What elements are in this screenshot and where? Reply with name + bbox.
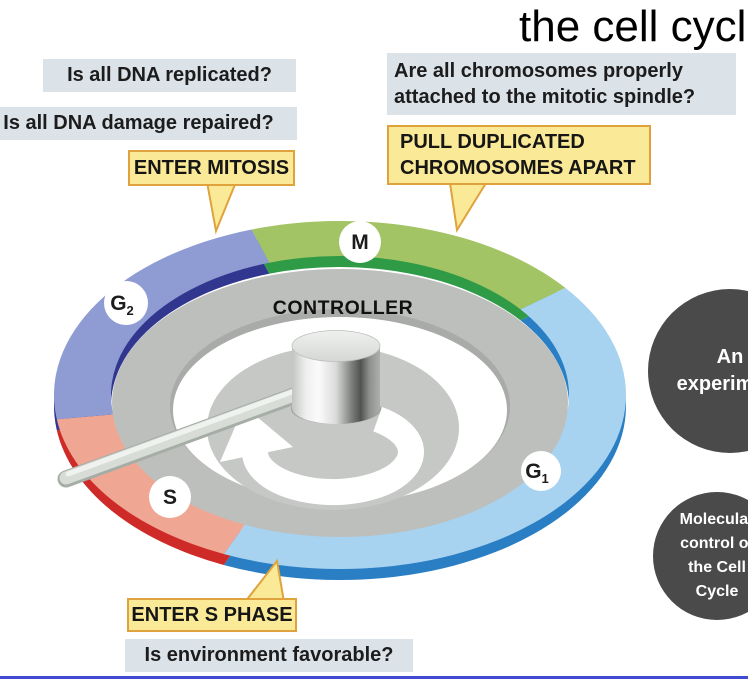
phase-labels: M G1S G2 — [104, 221, 561, 518]
dial-inner-ring-lip — [170, 309, 510, 503]
callout-pull-chromosomes: PULL DUPLICATED CHROMOSOMES APART — [387, 125, 651, 185]
rotation-arrow-body — [242, 406, 424, 505]
phase-badge-G2 — [104, 281, 148, 325]
nav-experiment-line1: An — [716, 346, 744, 368]
question-dna-damage: Is all DNA damage repaired? — [0, 107, 297, 140]
enter-mitosis-tail — [205, 181, 238, 235]
dial-ring-3d-edge — [53, 232, 627, 580]
phase-segment-G2 — [53, 229, 270, 420]
dial-center-hub — [207, 346, 459, 510]
phase-edge-M — [251, 232, 566, 321]
dial-center-face — [173, 317, 507, 503]
phase-label-G2: G2 — [110, 292, 134, 318]
phase-edge-G2 — [53, 240, 270, 431]
phase-label-M: M — [351, 231, 369, 254]
phase-segment-G1 — [223, 287, 626, 569]
callout-enter-mitosis-label: ENTER MITOSIS — [133, 157, 290, 179]
phase-badge-S — [149, 476, 191, 518]
bottom-divider-line — [0, 676, 748, 679]
dial-inner-gray-ring — [112, 269, 568, 537]
callout-enter-mitosis: ENTER MITOSIS — [128, 150, 295, 186]
dial-ring-phases — [53, 221, 626, 569]
phase-badge-G1 — [521, 451, 561, 491]
controller-knob — [291, 330, 381, 424]
callout-pull-line1: PULL DUPLICATED — [400, 131, 585, 153]
phase-segment-M — [251, 221, 566, 310]
phase-label-S: S — [163, 486, 177, 509]
question-dna-replicated: Is all DNA replicated? — [43, 59, 296, 92]
page-title: the cell cycle — [519, 2, 748, 51]
question-chromosomes-line2: attached to the mitotic spindle? — [394, 86, 696, 108]
phase-edge-S — [56, 425, 247, 565]
phase-edge-G1 — [223, 298, 627, 580]
phase-badge-M — [339, 221, 381, 263]
rotation-arrow-head — [220, 406, 293, 462]
question-chromosomes-line1: Are all chromosomes properly — [394, 60, 683, 82]
nav-molecular-line3: the Cell — [688, 559, 746, 576]
phase-label-G1: G1 — [525, 460, 549, 486]
nav-circle-molecular-control[interactable]: Molecular control of the Cell Cycle — [653, 492, 748, 620]
nav-circle-experiment[interactable]: An experiment — [648, 289, 748, 453]
enter-s-phase-tail — [242, 558, 286, 603]
nav-molecular-line4: Cycle — [695, 583, 739, 600]
nav-experiment-line2: experiment — [676, 373, 748, 395]
nav-molecular-line1: Molecular — [679, 511, 748, 528]
callout-enter-s-phase: ENTER S PHASE — [127, 598, 297, 632]
phase-segment-S — [56, 414, 247, 554]
controller-label: CONTROLLER — [273, 297, 413, 319]
callout-pull-line2: CHROMOSOMES APART — [400, 157, 636, 179]
question-environment: Is environment favorable? — [125, 639, 413, 672]
pull-chromosomes-tail — [448, 182, 488, 233]
callout-enter-s-phase-label: ENTER S PHASE — [131, 604, 293, 626]
nav-molecular-line2: control of — [680, 535, 748, 552]
question-chromosomes-attached: Are all chromosomes properly attached to… — [387, 53, 736, 115]
controller-lever — [57, 376, 333, 488]
